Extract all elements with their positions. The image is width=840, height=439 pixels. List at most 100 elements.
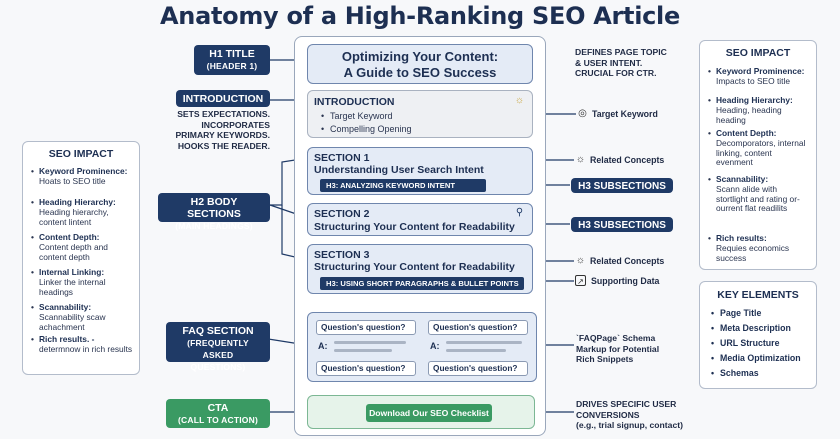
right-item-head: Keyword Prominence: (716, 66, 805, 76)
left-item-head: Content Depth: (39, 232, 100, 242)
target-icon: ◎ (578, 108, 587, 119)
h1-box: Optimizing Your Content: A Guide to SEO … (307, 44, 533, 84)
left-panel-title: SEO IMPACT (48, 148, 114, 160)
lightbulb-icon: ☼ (575, 154, 586, 165)
section-2-box: SECTION 2 Structuring Your Content for R… (307, 203, 533, 236)
left-item-body: Hoats to SEO title (39, 175, 106, 186)
right-panel-item: Scannability:Scann alide with stortlight… (708, 174, 810, 214)
key-elements-title: KEY ELEMENTS (717, 289, 799, 301)
section-3-title: Structuring Your Content for Readability (314, 261, 515, 273)
faq-answer-line (446, 349, 506, 352)
right-item-body: Decomporators, internal linking, content… (716, 137, 806, 168)
left-item-head: Rich results. - (39, 334, 95, 344)
left-item-head: Scannability: (39, 302, 92, 312)
article-frame: Optimizing Your Content: A Guide to SEO … (294, 36, 546, 436)
faq-answer-line (334, 341, 406, 344)
faq-pill-label: FAQ SECTION (182, 325, 254, 337)
left-panel-item: Content Depth:Content depth and content … (31, 232, 133, 262)
faq-question: Question's question? (316, 361, 416, 376)
h1-pill-label: H1 TITLE (209, 48, 255, 60)
introduction-note: SETS EXPECTATIONS. INCORPORATES PRIMARY … (174, 109, 270, 151)
h1-line-2: A Guide to SEO Success (343, 65, 497, 80)
right-panel-item: Heading Hierarchy:Heading, heading headi… (708, 95, 810, 125)
intro-item: Target Keyword (321, 111, 392, 121)
related-concepts-label: Related Concepts (590, 256, 665, 266)
faq-pill-sub: (FREQUENTLY ASKED (187, 338, 249, 360)
lightbulb-icon: ☼ (514, 95, 525, 106)
chart-icon: ↗ (575, 275, 586, 286)
cta-pill-sub: (CALL TO ACTION) (177, 415, 258, 425)
cta-pill: CTA (CALL TO ACTION) (166, 399, 270, 428)
cta-note: DRIVES SPECIFIC USER CONVERSIONS (e.g., … (576, 399, 683, 431)
faq-answer-prefix: A: (430, 341, 440, 351)
intro-note-line: PRIMARY KEYWORDS. (175, 130, 270, 140)
faq-note-line: `FAQPage` Schema (576, 333, 656, 343)
faq-answer-prefix: A: (318, 341, 328, 351)
section-3-number: SECTION 3 (314, 249, 370, 261)
right-panel-item: Keyword Prominence:Impacts to SEO title (708, 66, 810, 87)
h1-note-line: & USER INTENT. (575, 57, 643, 68)
supporting-data-label: Supporting Data (591, 276, 660, 286)
h3-subsections-pill: H3 SUBSECTIONS (571, 217, 673, 232)
related-concepts-label: Related Concepts (590, 155, 665, 165)
introduction-pill: INTRODUCTION (176, 90, 270, 107)
intro-note-line: INCORPORATES (201, 119, 270, 130)
h3-subsections-label: H3 SUBSECTIONS (578, 181, 666, 192)
h1-title-pill: H1 TITLE (HEADER 1) (194, 45, 270, 75)
key-element-item: Meta Description (711, 323, 791, 333)
intro-item: Compelling Opening (321, 124, 412, 134)
section-2-title: Structuring Your Content for Readability (314, 221, 515, 233)
download-checklist-button[interactable]: Download Our SEO Checklist (366, 404, 492, 422)
right-item-body: Requies economics success (716, 242, 790, 263)
right-panel-item: Rich results:Requies economics success (708, 233, 810, 263)
section-1-box: SECTION 1 Understanding User Search Inte… (307, 147, 533, 195)
left-panel-item: Scannability:Scannability scaw achachmen… (31, 302, 133, 332)
key-element-item: Schemas (711, 368, 759, 378)
faq-pill-sub: QUESTIONS) (190, 362, 246, 372)
key-element-item: URL Structure (711, 338, 780, 348)
faq-note-line: Markup for Potential (576, 343, 660, 354)
left-item-body: Linker the internal headings (39, 276, 106, 297)
h1-pill-sub: (HEADER 1) (206, 61, 258, 71)
left-item-body: determnow in rich results (39, 343, 133, 354)
h1-note-line: CRUCIAL FOR CTR. (575, 68, 657, 78)
faq-question: Question's question? (428, 361, 528, 376)
left-panel-item: Rich results. -determnow in rich results (31, 334, 133, 355)
diagram-title: Anatomy of a High-Ranking SEO Article (160, 2, 680, 30)
left-item-body: Heading hierarchy, content lintent (39, 206, 109, 227)
introduction-pill-label: INTRODUCTION (182, 93, 264, 105)
right-seo-impact-panel: SEO IMPACT Keyword Prominence:Impacts to… (699, 40, 817, 270)
right-item-body: Scann alide with stortlight and rating o… (716, 183, 800, 214)
lightbulb-icon: ☼ (575, 255, 586, 266)
faq-answer-line (334, 349, 392, 352)
right-item-head: Scannability: (716, 174, 769, 184)
cta-note-sub: (e.g., trial signup, contact) (576, 420, 683, 430)
target-keyword-label: Target Keyword (592, 109, 658, 119)
left-item-head: Keyword Prominence: (39, 166, 128, 176)
h1-note: DEFINES PAGE TOPIC & USER INTENT. CRUCIA… (575, 47, 667, 79)
right-item-head: Content Depth: (716, 128, 777, 138)
left-item-head: Internal Linking: (39, 267, 105, 277)
left-item-body: Scannability scaw achachment (39, 311, 106, 332)
section-3-h3-bar: H3: USING SHORT PARAGRAPHS & BULLET POIN… (320, 277, 524, 290)
right-item-body: Impacts to SEO title (716, 75, 791, 86)
faq-note-line: Rich Snippets (576, 354, 634, 364)
introduction-heading: INTRODUCTION (314, 96, 395, 108)
cta-pill-label: CTA (207, 402, 229, 414)
h3-subsections-pill: H3 SUBSECTIONS (571, 178, 673, 193)
h1-note-line: DEFINES PAGE TOPIC (575, 47, 667, 57)
section-1-h3-bar: H3: ANALYZING KEYWORD INTENT (320, 179, 486, 192)
section-1-number: SECTION 1 (314, 152, 370, 164)
magnifier-icon: ⚲ (515, 207, 524, 218)
cta-box: Download Our SEO Checklist (307, 395, 535, 429)
left-item-body: Content depth and content depth (39, 241, 108, 262)
faq-answer-line (446, 341, 522, 344)
key-element-item: Page Title (711, 308, 761, 318)
faq-section-pill: FAQ SECTION (FREQUENTLY ASKED QUESTIONS) (166, 322, 270, 372)
h1-line-1: Optimizing Your Content: (341, 49, 499, 64)
right-item-head: Rich results: (716, 233, 767, 243)
cta-note-line: CONVERSIONS (576, 409, 640, 420)
h2-body-sections-pill: H2 BODY SECTIONS (MAIN HEADINGS) (158, 193, 270, 231)
right-item-head: Heading Hierarchy: (716, 95, 793, 105)
right-panel-title: SEO IMPACT (725, 47, 791, 59)
